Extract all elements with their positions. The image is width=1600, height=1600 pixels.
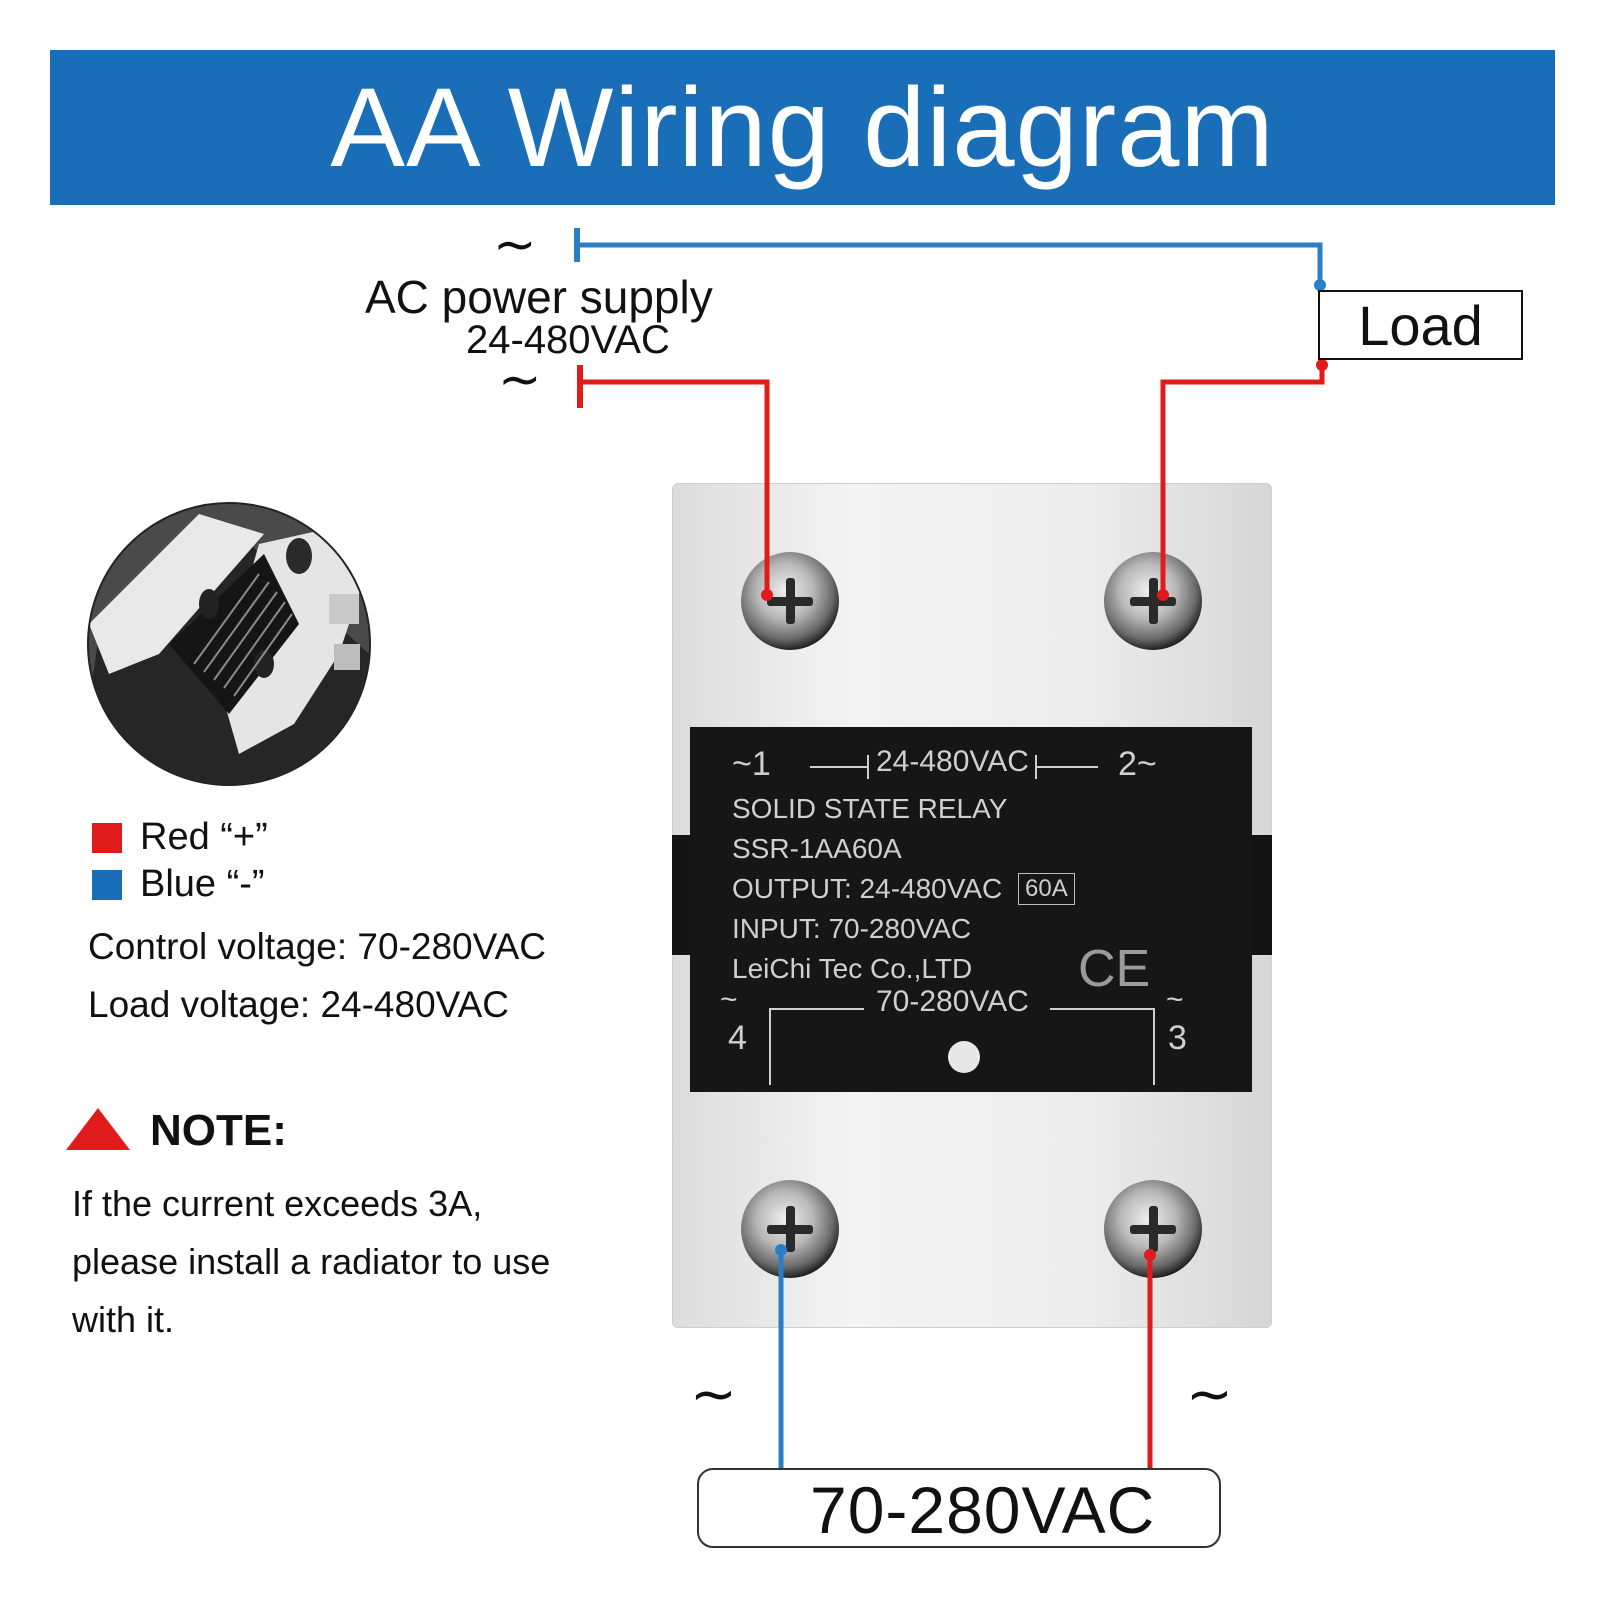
plate-terminal-1: ~1 (732, 745, 771, 783)
plate-tilde-4: ~ (720, 983, 738, 1016)
page-title: AA Wiring diagram (330, 64, 1275, 190)
supply-tilde-top: ~ (493, 215, 537, 275)
legend-blue-label: Blue “-” (140, 863, 265, 905)
plate-product: SOLID STATE RELAY (732, 793, 1008, 824)
plate-maker: LeiChi Tec Co.,LTD (732, 953, 973, 984)
power-supply-label: AC power supply (365, 271, 713, 323)
plate-tilde-3: ~ (1166, 983, 1184, 1016)
plate-rating-badge: 60A (1018, 873, 1075, 905)
terminal-screw-2 (1104, 552, 1202, 650)
legend-red-label: Red “+” (140, 816, 268, 858)
input-voltage-box (697, 1468, 1221, 1548)
legend-blue-swatch (92, 870, 122, 900)
warning-triangle-icon (66, 1108, 130, 1150)
plate-terminal-2: 2~ (1118, 745, 1157, 783)
terminal-screw-3 (1104, 1180, 1202, 1278)
wire-blue-supply-to-load (577, 242, 1323, 285)
input-tilde-right: ~ (1186, 1362, 1233, 1427)
input-voltage-label: 70-280VAC (810, 1473, 1156, 1547)
input-tilde-left: ~ (690, 1362, 737, 1427)
plate-input: INPUT: 70-280VAC (732, 913, 972, 944)
relay-thumbnail-illustration (89, 504, 369, 784)
ce-mark: CE (1078, 940, 1151, 998)
relay-label-plate: ~1 24-480VAC 2~ SOLID STATE RELAY SSR-1A… (690, 727, 1252, 1092)
plate-output-voltage: 24-480VAC (876, 745, 1029, 778)
power-supply-voltage: 24-480VAC (466, 318, 670, 362)
relay-thumbnail-image (87, 502, 371, 786)
plate-terminal-3: 3 (1168, 1019, 1187, 1057)
wire-red-supply-to-terminal-1 (580, 379, 770, 595)
load-label: Load (1358, 293, 1483, 357)
supply-tilde-bottom: ~ (498, 350, 542, 410)
control-voltage-spec: Control voltage: 70-280VAC (88, 926, 546, 967)
title-banner: AA Wiring diagram (50, 50, 1555, 205)
load-box: Load (1318, 290, 1523, 360)
plate-terminal-4: 4 (728, 1019, 747, 1057)
load-voltage-spec: Load voltage: 24-480VAC (88, 984, 510, 1025)
legend-red-swatch (92, 823, 122, 853)
note-body: If the current exceeds 3A, please instal… (72, 1183, 551, 1340)
plate-top-line (810, 755, 1098, 779)
plate-input-voltage: 70-280VAC (876, 985, 1029, 1018)
wire-red-load-to-terminal-2 (1160, 362, 1325, 595)
relay-side-slot-right (1250, 835, 1272, 955)
note-title: NOTE: (150, 1106, 287, 1155)
plate-output: OUTPUT: 24-480VAC (732, 873, 1003, 904)
terminal-screw-4 (741, 1180, 839, 1278)
terminal-screw-1 (741, 552, 839, 650)
plate-model: SSR-1AA60A (732, 833, 902, 864)
plate-bottom-line (769, 1008, 1155, 1085)
relay-side-slot-left (672, 835, 694, 955)
